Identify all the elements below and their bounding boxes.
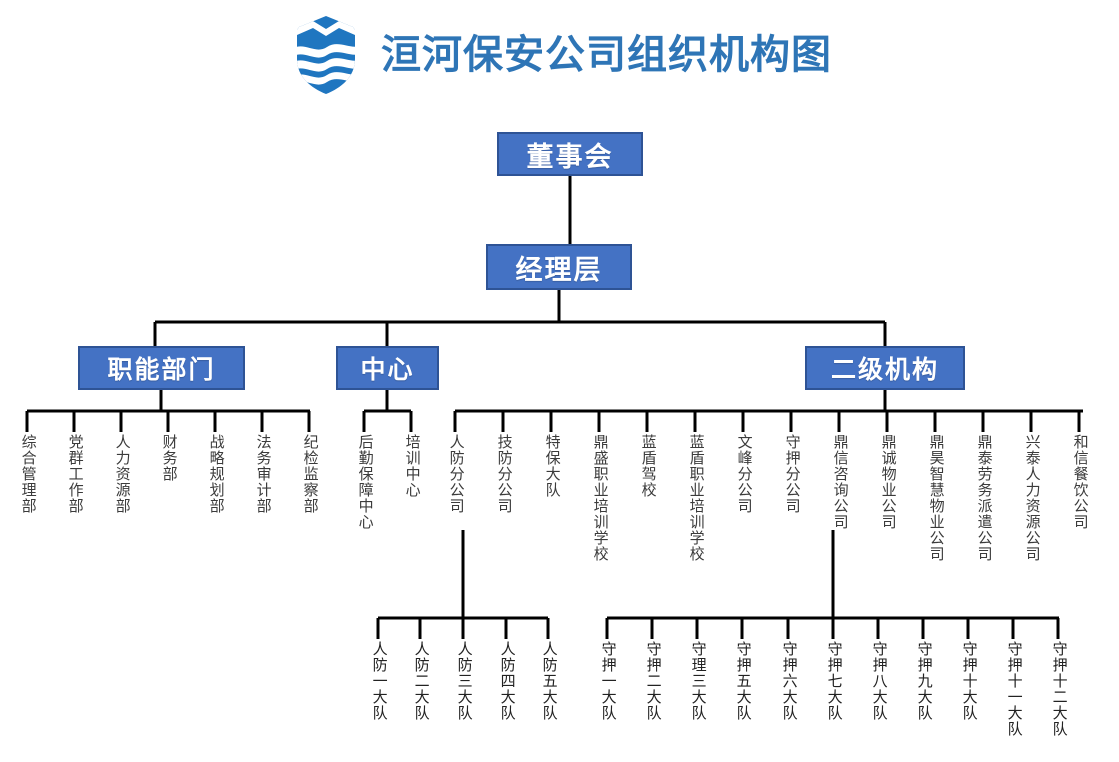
leaf-guard-brigade[interactable]: 守押十一大队 xyxy=(1005,641,1022,737)
leaf-guard-brigade[interactable]: 守押八大队 xyxy=(870,641,887,721)
leaf-secondary-unit[interactable]: 守押分公司 xyxy=(783,434,800,514)
leaf-guard-brigade[interactable]: 守押七大队 xyxy=(825,641,842,721)
leaf-guard-brigade[interactable]: 守理三大队 xyxy=(689,641,706,721)
leaf-center[interactable]: 后勤保障中心 xyxy=(356,434,373,530)
leaf-secondary-unit[interactable]: 鼎昊智慧物业公司 xyxy=(927,434,944,562)
leaf-functional-dept[interactable]: 综合管理部 xyxy=(19,434,36,514)
leaf-secondary-unit[interactable]: 人防分公司 xyxy=(447,434,464,514)
leaf-functional-dept[interactable]: 法务审计部 xyxy=(254,434,271,514)
node-center[interactable]: 中心 xyxy=(336,346,439,390)
leaf-secondary-unit[interactable]: 和信餐饮公司 xyxy=(1071,434,1088,530)
leaf-guard-brigade[interactable]: 守押五大队 xyxy=(734,641,751,721)
shield-logo-icon xyxy=(297,16,355,94)
leaf-secondary-unit[interactable]: 鼎泰劳务派遣公司 xyxy=(975,434,992,562)
node-secondary-institutions[interactable]: 二级机构 xyxy=(805,346,965,390)
leaf-secondary-unit[interactable]: 兴泰人力资源公司 xyxy=(1023,434,1040,562)
leaf-guard-brigade[interactable]: 守押二大队 xyxy=(644,641,661,721)
leaf-guard-brigade[interactable]: 守押六大队 xyxy=(780,641,797,721)
leaf-secondary-unit[interactable]: 特保大队 xyxy=(543,434,560,498)
page-title: 洹河保安公司组织机构图 xyxy=(381,33,832,77)
node-functional-departments[interactable]: 职能部门 xyxy=(78,346,245,390)
leaf-secondary-unit[interactable]: 技防分公司 xyxy=(495,434,512,514)
leaf-rf-brigade[interactable]: 人防四大队 xyxy=(498,641,515,721)
leaf-guard-brigade[interactable]: 守押十二大队 xyxy=(1050,641,1067,737)
leaf-guard-brigade[interactable]: 守押一大队 xyxy=(599,641,616,721)
leaf-secondary-unit[interactable]: 鼎盛职业培训学校 xyxy=(591,434,608,562)
leaf-secondary-unit[interactable]: 蓝盾驾校 xyxy=(639,434,656,498)
leaf-center[interactable]: 培训中心 xyxy=(403,434,420,498)
leaf-rf-brigade[interactable]: 人防三大队 xyxy=(455,641,472,721)
leaf-secondary-unit[interactable]: 文峰分公司 xyxy=(735,434,752,514)
leaf-secondary-unit[interactable]: 鼎诚物业公司 xyxy=(879,434,896,530)
leaf-functional-dept[interactable]: 纪检监察部 xyxy=(301,434,318,514)
leaf-guard-brigade[interactable]: 守押九大队 xyxy=(915,641,932,721)
leaf-rf-brigade[interactable]: 人防一大队 xyxy=(370,641,387,721)
leaf-functional-dept[interactable]: 人力资源部 xyxy=(113,434,130,514)
leaf-functional-dept[interactable]: 财务部 xyxy=(160,434,177,482)
leaf-rf-brigade[interactable]: 人防二大队 xyxy=(412,641,429,721)
leaf-rf-brigade[interactable]: 人防五大队 xyxy=(540,641,557,721)
page-header: 洹河保安公司组织机构图 xyxy=(0,0,1119,110)
node-board-of-directors[interactable]: 董事会 xyxy=(497,132,643,176)
leaf-secondary-unit[interactable]: 鼎信咨询公司 xyxy=(831,434,848,530)
leaf-secondary-unit[interactable]: 蓝盾职业培训学校 xyxy=(687,434,704,562)
node-management-layer[interactable]: 经理层 xyxy=(486,244,632,290)
leaf-guard-brigade[interactable]: 守押十大队 xyxy=(960,641,977,721)
leaf-functional-dept[interactable]: 战略规划部 xyxy=(207,434,224,514)
leaf-functional-dept[interactable]: 党群工作部 xyxy=(66,434,83,514)
